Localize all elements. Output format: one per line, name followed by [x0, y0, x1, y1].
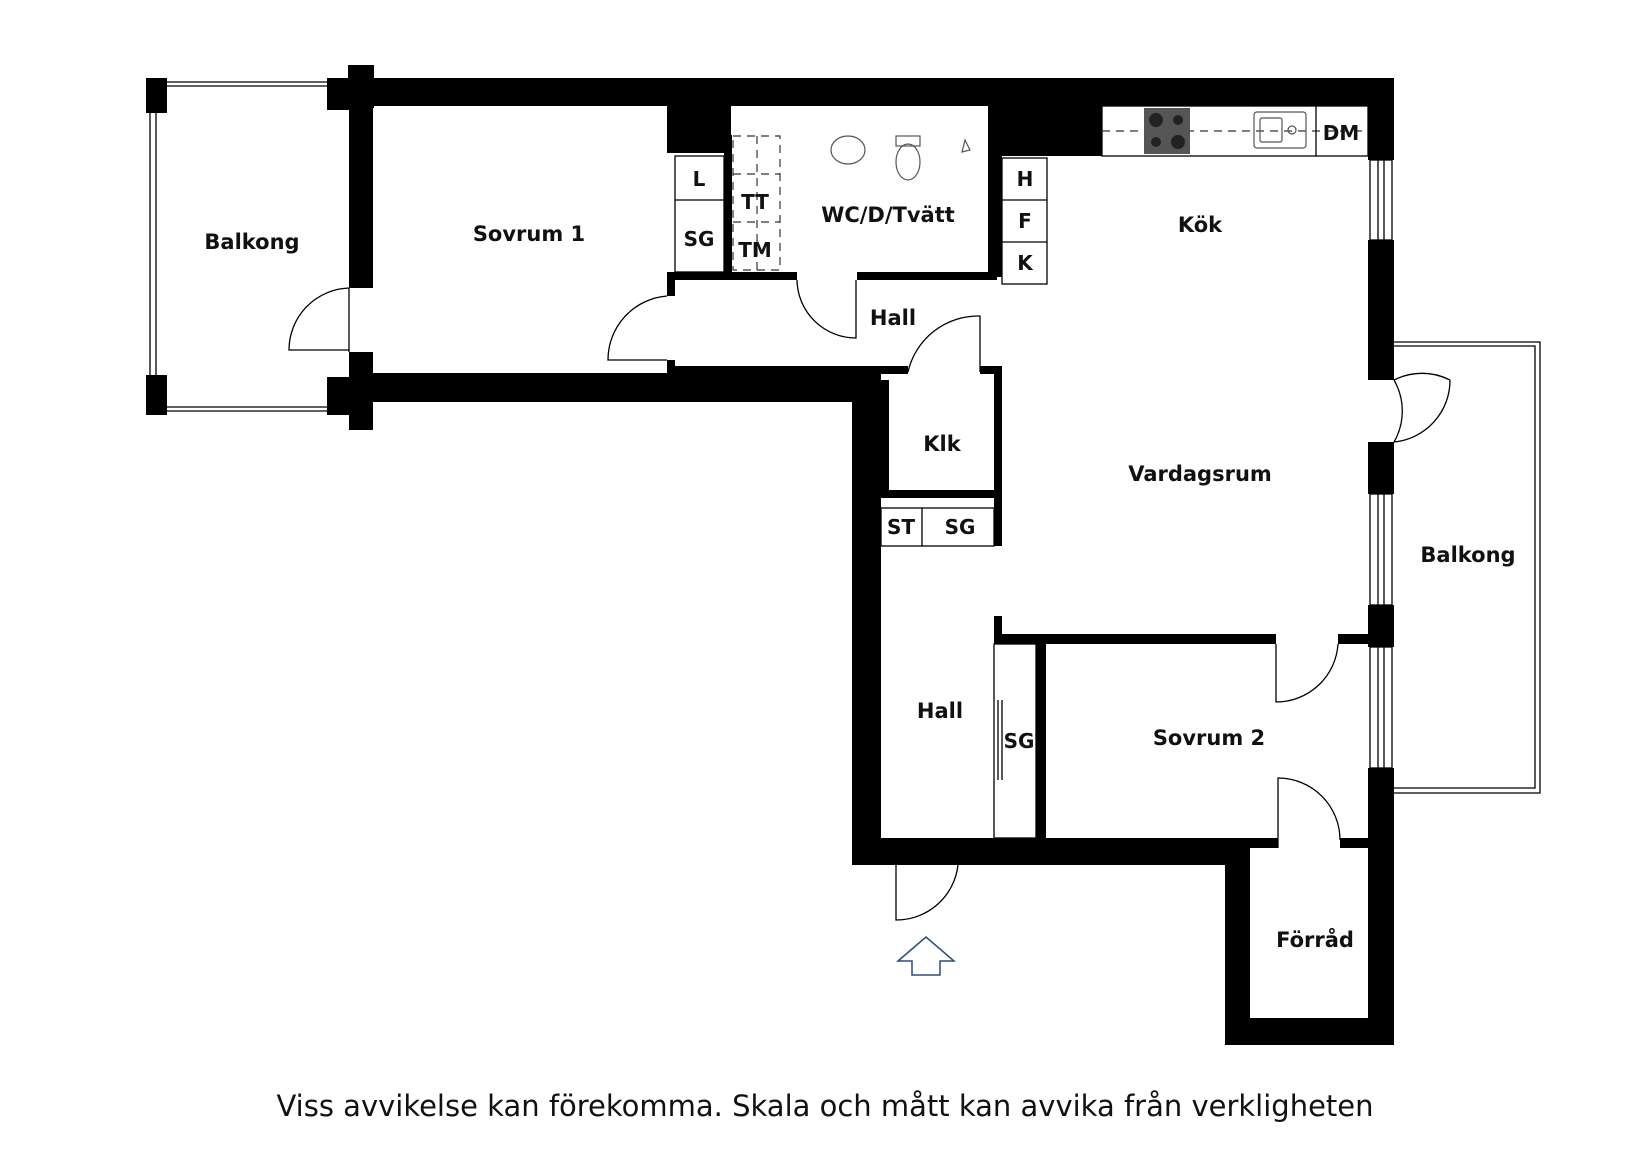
storage-label-sg-bedroom1: SG [684, 227, 715, 251]
storage-label-f: F [1018, 209, 1032, 233]
room-label-forrad: Förråd [1276, 927, 1354, 952]
room-label-hall-lower: Hall [917, 699, 963, 723]
room-label-hall-upper: Hall [870, 306, 916, 330]
storage-label-st: ST [887, 515, 915, 539]
storage-label-dm: DM [1323, 121, 1360, 145]
windows [1369, 159, 1393, 769]
storage-label-sg-lower: SG [1004, 729, 1035, 753]
room-label-balkong-right: Balkong [1420, 543, 1515, 567]
room-label-wc: WC/D/Tvätt [821, 203, 955, 227]
room-label-kok: Kök [1178, 213, 1223, 237]
room-label-klk: Klk [923, 432, 961, 456]
room-label-balkong-left: Balkong [204, 230, 299, 254]
storage-label-tt: TT [741, 190, 769, 214]
room-labels: Balkong Sovrum 1 WC/D/Tvätt Kök Hall Klk… [204, 203, 1515, 952]
walls [348, 65, 1394, 1045]
entrance-arrow-icon [895, 936, 957, 976]
storage-label-tm: TM [738, 238, 772, 262]
room-label-vardagsrum: Vardagsrum [1128, 462, 1272, 486]
storage-labels: L SG TT TM H F K DM ST SG SG [684, 121, 1360, 753]
left-balcony [146, 78, 349, 415]
right-balcony [1394, 341, 1541, 794]
room-label-sovrum2: Sovrum 2 [1153, 726, 1265, 750]
storage-label-k: K [1017, 251, 1034, 275]
storage-label-h: H [1017, 167, 1034, 191]
storage-label-l: L [693, 167, 706, 191]
fixtures [674, 105, 1369, 839]
room-label-sovrum1: Sovrum 1 [473, 222, 585, 246]
storage-label-sg-hall: SG [945, 515, 976, 539]
disclaimer-text: Viss avvikelse kan förekomma. Skala och … [276, 1089, 1374, 1123]
doors [288, 279, 1451, 921]
